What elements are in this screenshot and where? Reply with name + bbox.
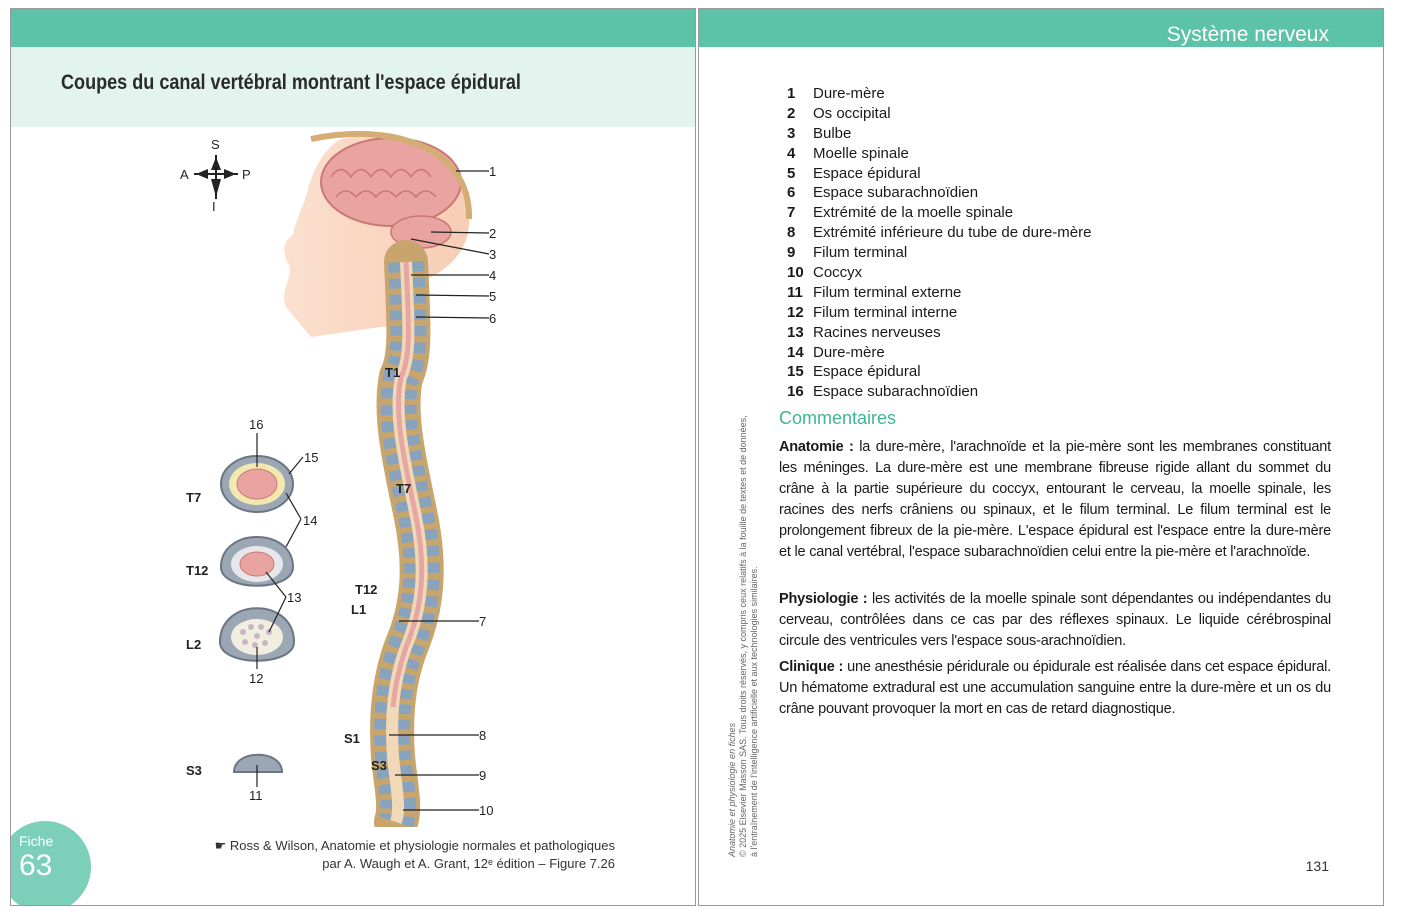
callout-5: 5 bbox=[489, 289, 496, 304]
anatomie-text: la dure-mère, l'arachnoïde et la pie-mèr… bbox=[779, 439, 1331, 560]
anatomie-label: Anatomie : bbox=[779, 439, 854, 455]
figure-citation: ☛ Ross & Wilson, Anatomie et physiologie… bbox=[215, 837, 615, 873]
section-callout-15: 15 bbox=[304, 450, 318, 465]
page-number: 131 bbox=[1305, 858, 1329, 874]
page-title: Coupes du canal vertébral montrant l'esp… bbox=[61, 71, 521, 94]
section-label-l2: L2 bbox=[186, 637, 201, 652]
vertebra-label-t12: T12 bbox=[355, 582, 377, 597]
vertebra-label-t7: T7 bbox=[396, 481, 411, 496]
spinal-canal-figure: S A P I 1 2 3 bbox=[180, 130, 496, 827]
section-callout-14: 14 bbox=[303, 513, 317, 528]
citation-line-1: ☛ Ross & Wilson, Anatomie et physiologie… bbox=[214, 838, 615, 853]
clinique-label: Clinique : bbox=[779, 659, 844, 675]
vertebra-label-l1: L1 bbox=[351, 602, 366, 617]
callout-1: 1 bbox=[489, 164, 496, 179]
fiche-number: 63 bbox=[19, 849, 53, 882]
copyright-line-1: Anatomie et physiologie en fiches bbox=[727, 722, 737, 857]
clinique-text: une anesthésie péridurale ou épidurale e… bbox=[779, 659, 1331, 717]
callout-4: 4 bbox=[489, 268, 496, 283]
callout-8: 8 bbox=[479, 728, 486, 743]
cross-section-t12 bbox=[219, 536, 295, 587]
section-title: Système nerveux bbox=[1166, 23, 1329, 46]
cross-section-s3 bbox=[232, 753, 284, 773]
copyright-line-3: à l'entraînement de l'intelligence artif… bbox=[749, 566, 759, 857]
callout-lines bbox=[389, 170, 490, 811]
physiologie-label: Physiologie : bbox=[779, 591, 868, 607]
copyright-line-2: © 2025 Elsevier Masson SAS. Tous droits … bbox=[738, 415, 748, 857]
anatomie-paragraph: Anatomie : la dure-mère, l'arachnoïde et… bbox=[779, 437, 1331, 563]
section-callout-13: 13 bbox=[287, 590, 301, 605]
fiche-tab bbox=[11, 821, 91, 905]
callout-2: 2 bbox=[489, 226, 496, 241]
left-header-bar bbox=[11, 9, 695, 47]
right-header-bar bbox=[699, 9, 1383, 47]
clinique-paragraph: Clinique : une anesthésie péridurale ou … bbox=[779, 657, 1331, 720]
callout-10: 10 bbox=[479, 803, 493, 818]
callout-6: 6 bbox=[489, 311, 496, 326]
cross-section-l2 bbox=[218, 607, 296, 662]
section-callout-lines bbox=[256, 433, 304, 787]
vertebra-label-s3: S3 bbox=[371, 758, 387, 773]
skull-outline bbox=[310, 130, 473, 220]
section-label-t12: T12 bbox=[186, 563, 208, 578]
vertebra-label-s1: S1 bbox=[344, 731, 360, 746]
brain bbox=[320, 137, 462, 227]
orientation-superior: S bbox=[211, 137, 220, 152]
fiche-label: Fiche bbox=[19, 833, 54, 849]
section-label-s3: S3 bbox=[186, 763, 202, 778]
callout-9: 9 bbox=[479, 768, 486, 783]
physiologie-paragraph: Physiologie : les activités de la moelle… bbox=[779, 589, 1331, 652]
section-callout-16: 16 bbox=[249, 417, 263, 432]
cross-section-t7 bbox=[220, 455, 294, 513]
citation-line-2: par A. Waugh et A. Grant, 12ᵉ édition – … bbox=[322, 856, 615, 871]
section-callout-11: 11 bbox=[249, 788, 263, 803]
copyright-notice: Anatomie et physiologie en fiches © 2025… bbox=[727, 257, 760, 857]
section-callout-12: 12 bbox=[249, 671, 263, 686]
orientation-anterior: A bbox=[180, 167, 189, 182]
comments-heading: Commentaires bbox=[779, 408, 897, 428]
callout-7: 7 bbox=[479, 614, 486, 629]
orientation-compass-icon: S A P I bbox=[180, 137, 251, 214]
vertebra-label-t1: T1 bbox=[385, 365, 400, 380]
title-band bbox=[11, 47, 695, 127]
spinal-cord bbox=[390, 261, 425, 708]
left-page: Coupes du canal vertébral montrant l'esp… bbox=[10, 8, 696, 906]
orientation-posterior: P bbox=[242, 167, 251, 182]
section-label-t7: T7 bbox=[186, 490, 201, 505]
orientation-inferior: I bbox=[212, 199, 216, 214]
callout-3: 3 bbox=[489, 247, 496, 262]
physiologie-text: les activités de la moelle spinale sont … bbox=[779, 591, 1331, 649]
